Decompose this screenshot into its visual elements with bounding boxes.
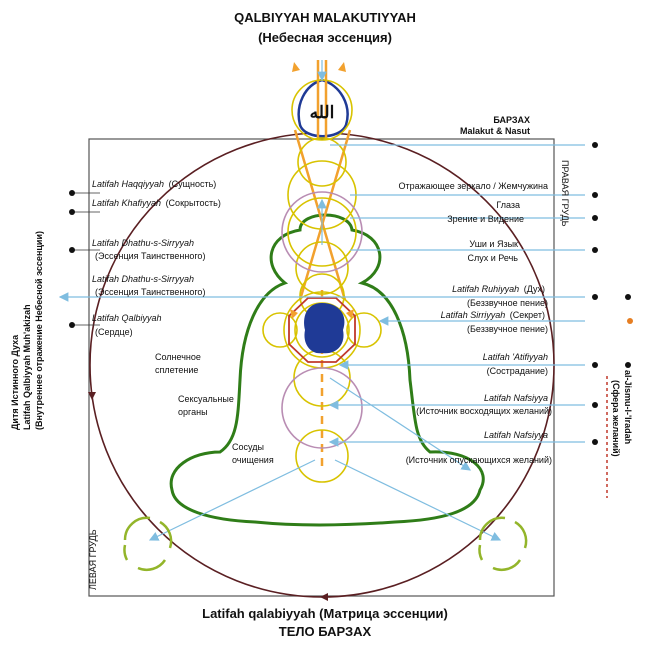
right-label-nafs-2: Latifah Nafsiyya [484, 430, 548, 440]
head-outline [297, 78, 349, 138]
left-label-5-name: Latifah Qalbiyyah [92, 313, 162, 323]
right-label-sirr: Latifah Sirriyyah (Секрет) [441, 310, 545, 320]
right-label-atif: Latifah 'Atifiyyah [483, 352, 548, 362]
orange-arrow-3 [290, 309, 298, 319]
spiral-left [123, 516, 173, 572]
header-subtitle: (Небесная эссенция) [258, 30, 392, 45]
blue-arrows [58, 144, 585, 541]
left-label-2: Latifah Khafiyyah (Сокрытость) [92, 198, 221, 208]
outer-circle-arrow-left [88, 392, 96, 400]
left-label-4-name: Latifah Dhathu-s-Sirryyah [92, 274, 194, 284]
right-label-vision: Зрение и Видение [447, 214, 524, 224]
right-vertical-2: (Сфера желаний) [611, 380, 621, 457]
left-vertical-2: Latifah Qalbiyyah Muh'akizah [22, 304, 32, 430]
heart-octagon [288, 297, 356, 363]
solar-label-2: сплетение [155, 365, 198, 375]
footer-title: Latifah qalabiyyah (Матрица эссенции) [202, 606, 448, 621]
pink-circles [281, 191, 363, 449]
footer-subtitle: ТЕЛО БАРЗАХ [279, 624, 372, 639]
malakut-label: Malakut & Nasut [460, 126, 530, 136]
vessels-label-1: Сосуды [232, 442, 264, 452]
vessels-label-2: очищения [232, 455, 274, 465]
right-label-hearing: Слух и Речь [468, 253, 519, 263]
right-label-nafs-1: Latifah Nafsiyya [484, 393, 548, 403]
orange-arrow-2 [292, 62, 300, 72]
right-label-ruh-desc: (Беззвучное пение) [467, 298, 548, 308]
right-breast-label: ПРАВАЯ ГРУДЬ [560, 160, 570, 227]
right-label-nafs-1-desc: (Источник восходящих желаний) [416, 406, 552, 416]
left-label-4-desc: (Эссенция Таинственного) [95, 287, 205, 297]
right-label-atif-desc: (Сострадание) [487, 366, 548, 376]
right-vertical-1: al-Jismu-l-'Iradah [623, 370, 633, 444]
left-leader-lines [72, 192, 100, 326]
right-label-ruh: Latifah Ruhiyyah (Дух) [452, 284, 545, 294]
left-breast-label: ЛЕВАЯ ГРУДЬ [88, 529, 98, 590]
body-outline [169, 213, 485, 527]
left-label-5-desc: (Сердце) [95, 327, 133, 337]
barzakh-label: БАРЗАХ [493, 115, 530, 125]
left-label-3-desc: (Эссенция Таинственного) [95, 251, 205, 261]
heart-shape [304, 303, 345, 354]
right-label-ears: Уши и Язык [469, 239, 518, 249]
sexual-label-2: органы [178, 407, 208, 417]
right-label-sirr-desc: (Беззвучное пение) [467, 324, 548, 334]
right-label-eyes: Глаза [496, 200, 520, 210]
solar-label-1: Солнечное [155, 352, 201, 362]
left-label-1: Latifah Haqqiyyah (Сущность) [92, 179, 216, 189]
marker-dots [69, 142, 631, 445]
header-title: QALBIYYAH MALAKUTIYYAH [234, 10, 416, 25]
right-label-mirror: Отражающее зеркало / Жемчужина [399, 181, 548, 191]
yellow-circles [262, 79, 382, 483]
right-label-nafs-2-desc: (Источник опускающихся желаний) [406, 455, 552, 465]
outer-circle-arrow-bottom [320, 593, 328, 601]
sexual-label-1: Сексуальные [178, 394, 234, 404]
spiral-right [478, 516, 528, 572]
left-vertical-1: Дитя Истинного Духа [10, 334, 20, 430]
orange-arrow-4 [346, 309, 354, 319]
left-vertical-3: (Внутреннее отражение Небесной эссенции) [34, 231, 44, 430]
left-label-3-name: Latifah Dhathu-s-Sirryyah [92, 238, 194, 248]
head-glyph: الله [310, 103, 335, 122]
orange-arrow-1 [338, 62, 346, 72]
orange-dot [627, 318, 633, 324]
